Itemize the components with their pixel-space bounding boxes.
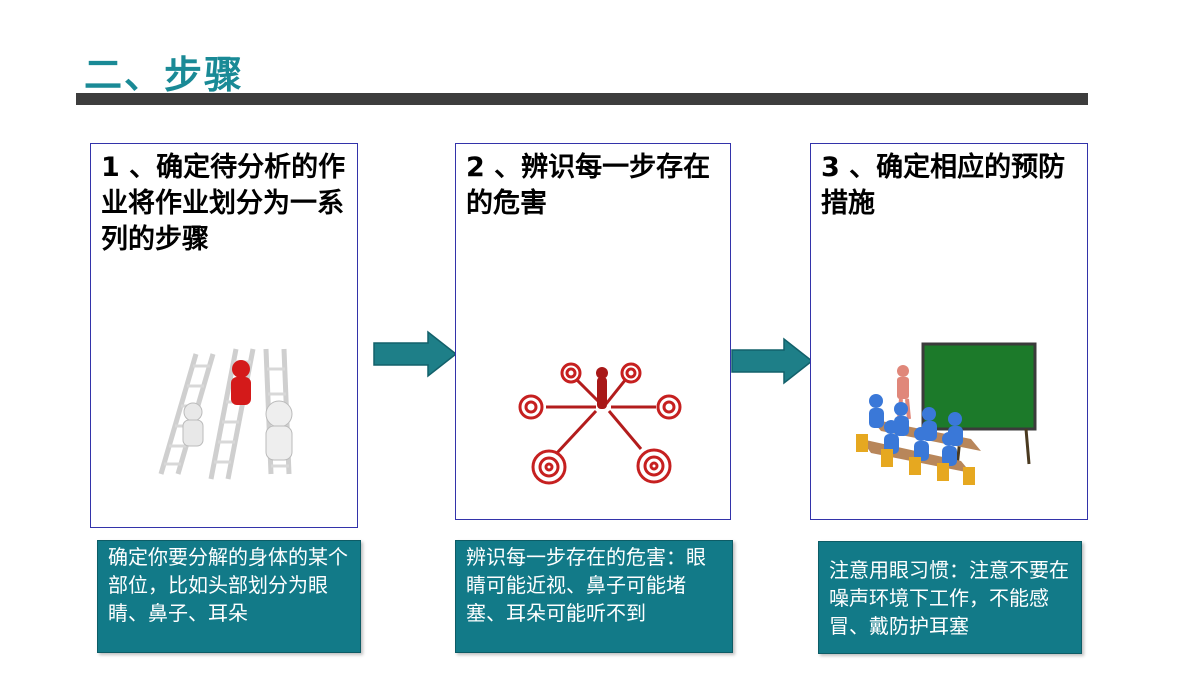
step-heading-3: 3 、确定相应的预防措施 xyxy=(821,152,1066,219)
step-note-1: 确定你要分解的身体的某个部位，比如头部划分为眼睛、鼻子、耳朵 xyxy=(97,540,361,653)
step-heading-1: 1 、确定待分析的作业将作业划分为一系列的步骤 xyxy=(101,152,346,255)
step-card-1: 1 、确定待分析的作业将作业划分为一系列的步骤 xyxy=(90,143,358,528)
title-divider xyxy=(76,93,1088,105)
step-note-2: 辨识每一步存在的危害：眼睛可能近视、鼻子可能堵塞、耳朵可能听不到 xyxy=(455,540,733,653)
step-note-3: 注意用眼习惯：注意不要在噪声环境下工作，不能感冒、戴防护耳塞 xyxy=(818,541,1082,654)
classroom-icon xyxy=(856,342,1037,485)
targets-icon xyxy=(518,362,682,485)
step-heading-2: 2 、辨识每一步存在的危害 xyxy=(466,152,711,219)
arrow-right-icon xyxy=(731,337,814,385)
step-card-2: 2 、辨识每一步存在的危害 xyxy=(455,143,731,520)
page-title: 二、步骤 xyxy=(84,53,245,97)
ladder-climbers-icon xyxy=(158,348,293,480)
arrow-right-icon xyxy=(373,330,458,378)
step-card-3: 3 、确定相应的预防措施 xyxy=(810,143,1088,520)
